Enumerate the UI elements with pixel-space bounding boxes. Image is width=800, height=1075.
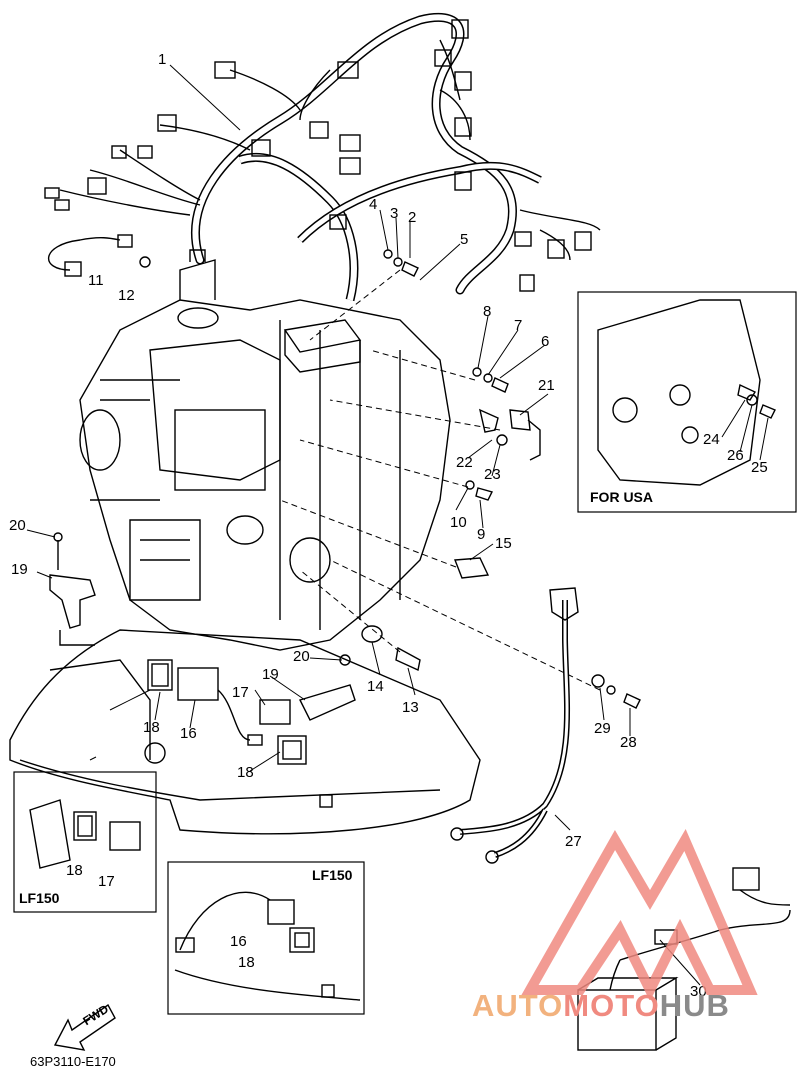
connector <box>111 145 127 159</box>
fwd-arrow <box>53 1003 116 1051</box>
inset-lf150-b <box>167 861 365 1015</box>
callout-label: 29 <box>594 720 611 737</box>
inset-lf150-a-label: LF150 <box>19 890 60 906</box>
callout-label: 19 <box>262 666 279 683</box>
battery <box>577 989 657 1051</box>
lower-cowling <box>9 629 481 835</box>
connector <box>519 274 535 292</box>
callout-label: 26 <box>727 447 744 464</box>
connector <box>454 117 472 137</box>
callout-label: 18 <box>237 764 254 781</box>
callout-label: 13 <box>402 699 419 716</box>
connector <box>44 187 60 199</box>
inset-usa <box>577 291 797 513</box>
callout-label: 1 <box>158 51 167 68</box>
callout-label: 18 <box>143 719 160 736</box>
callout-label: 28 <box>620 734 637 751</box>
connector <box>454 71 472 91</box>
connector <box>547 239 565 259</box>
connector <box>309 121 329 139</box>
connector <box>157 114 177 132</box>
diagram-code: 63P3110-E170 <box>30 1054 116 1069</box>
inset-usa-label: FOR USA <box>590 489 653 505</box>
watermark-part: AUTO <box>472 988 564 1023</box>
callout-label: 5 <box>460 231 469 248</box>
callout-label: 18 <box>66 862 83 879</box>
connector <box>454 171 472 191</box>
connector <box>451 19 469 39</box>
callout-label: 10 <box>450 514 467 531</box>
callout-label: 8 <box>483 303 492 320</box>
engine-block <box>79 299 451 651</box>
callout-label: 24 <box>703 431 720 448</box>
callout-label: 16 <box>230 933 247 950</box>
watermark-text: AUTOMOTOHUB <box>472 988 730 1024</box>
callout-label: 27 <box>565 833 582 850</box>
callout-label: 14 <box>367 678 384 695</box>
callout-label: 19 <box>11 561 28 578</box>
callout-label: 11 <box>88 272 104 289</box>
connector <box>337 61 359 79</box>
connector <box>339 134 361 152</box>
connector <box>137 145 153 159</box>
watermark-part: MOTO <box>563 988 660 1023</box>
callout-label: 17 <box>232 684 249 701</box>
callout-label: 7 <box>514 317 523 334</box>
callout-label: 15 <box>495 535 512 552</box>
connector <box>434 49 452 67</box>
watermark-part: HUB <box>659 988 730 1023</box>
connector <box>329 214 347 230</box>
callout-label: 16 <box>180 725 197 742</box>
callout-label: 9 <box>477 526 486 543</box>
callout-label: 18 <box>238 954 255 971</box>
callout-label: 30 <box>690 983 707 1000</box>
callout-label: 25 <box>751 459 768 476</box>
inset-lf150-a <box>13 771 157 913</box>
callout-label: 4 <box>369 196 378 213</box>
callout-label: 23 <box>484 466 501 483</box>
callout-label: 12 <box>118 287 135 304</box>
callout-label: 22 <box>456 454 473 471</box>
watermark-logo-icon <box>521 828 758 1000</box>
inset-lf150-b-label: LF150 <box>312 867 353 883</box>
connector <box>339 157 361 175</box>
connector <box>514 231 532 247</box>
connector <box>54 199 70 211</box>
connector <box>574 231 592 251</box>
callout-label: 6 <box>541 333 550 350</box>
connector <box>251 139 271 157</box>
callout-label: 2 <box>408 209 417 226</box>
callout-label: 21 <box>538 377 555 394</box>
connector <box>214 61 236 79</box>
callout-label: 3 <box>390 205 399 222</box>
callout-label: 20 <box>293 648 310 665</box>
callout-label: 20 <box>9 517 26 534</box>
callout-label: 17 <box>98 873 115 890</box>
connector <box>87 177 107 195</box>
